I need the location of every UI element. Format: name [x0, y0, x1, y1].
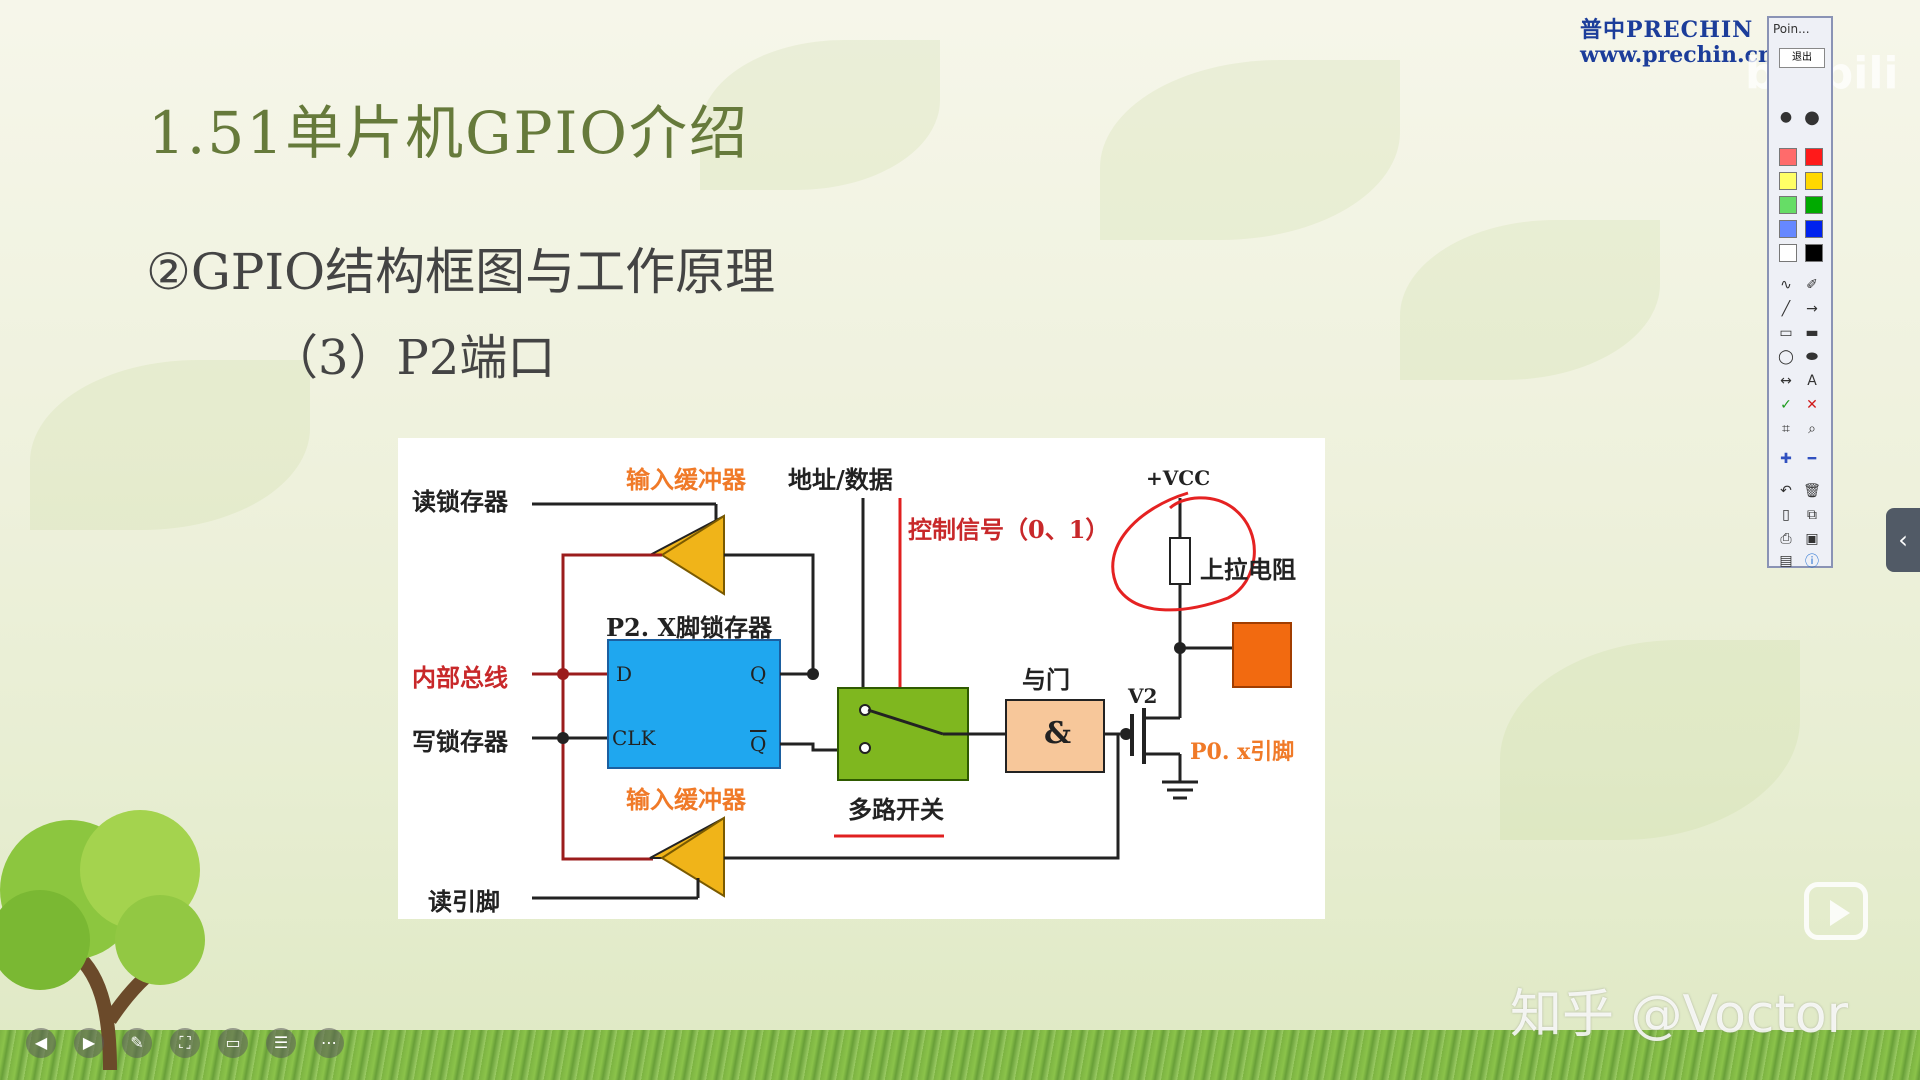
label-and-symbol: & [1044, 716, 1072, 751]
crop-icon[interactable]: ⌗ [1782, 421, 1790, 437]
filled-ellipse-icon[interactable]: ⬬ [1806, 349, 1818, 365]
label-v2: V2 [1128, 684, 1158, 708]
brand-url: www.prechin.cn [1580, 42, 1775, 68]
diagram-wires [532, 491, 1292, 900]
label-pullup: 上拉电阻 [1200, 555, 1296, 584]
label-write-latch: 写锁存器 [412, 727, 508, 756]
double-arrow-icon[interactable]: ↔ [1780, 373, 1792, 389]
label-control-signal: 控制信号（0、1） [908, 515, 1110, 544]
eraser-icon[interactable]: ✐ [1806, 277, 1818, 293]
latch-box [607, 639, 781, 769]
toolbox-exit-button[interactable]: 退出 [1779, 48, 1825, 68]
next-slide-icon[interactable]: ▶ [74, 1028, 104, 1058]
cross-icon[interactable]: ✕ [1806, 397, 1818, 413]
color-swatch[interactable] [1805, 220, 1823, 238]
label-latch-name: P2. X脚锁存器 [606, 613, 773, 642]
prev-slide-icon[interactable]: ◀ [26, 1028, 56, 1058]
brand-logo: 普中PRECHIN www.prechin.cn [1580, 12, 1775, 68]
label-pin-d: D [616, 662, 633, 686]
toolbox-title: Poin... [1773, 22, 1810, 36]
background-leaf [30, 360, 310, 530]
label-addr-data: 地址/数据 [788, 465, 893, 494]
background-leaf [1100, 60, 1400, 240]
slide-list-icon[interactable]: ☰ [266, 1028, 296, 1058]
play-watermark-icon [1804, 882, 1868, 940]
zhihu-watermark: 知乎 @Voctor [1510, 985, 1849, 1045]
color-swatch[interactable] [1779, 172, 1797, 190]
tree-decoration [0, 810, 205, 1070]
filled-rectangle-icon[interactable]: ▬ [1805, 325, 1819, 341]
minus-icon[interactable]: ━ [1807, 451, 1817, 467]
slide-subsection: （3）P2端口 [270, 330, 556, 386]
print-icon[interactable]: ⎙ [1780, 531, 1792, 547]
label-pin-clk: CLK [612, 726, 656, 750]
label-pin-name: P0. x引脚 [1190, 739, 1295, 765]
annotation-toolbox[interactable]: Poin... 退出 ● ● ∿ ✐ ╱ → ▭ ▬ ◯ ⬬ ↔ A ✓ ✕ ⌗… [1767, 16, 1833, 570]
new-page-icon[interactable]: ▯ [1782, 507, 1790, 523]
zoom-icon[interactable]: ⌕ [1808, 421, 1816, 437]
label-vcc: +VCC [1146, 466, 1211, 490]
background-leaf [1400, 220, 1660, 380]
slideshow-controls: ◀ ▶ ✎ ⛶ ▭ ☰ ⋯ [26, 1028, 344, 1058]
screen-icon[interactable]: ▤ [1779, 553, 1793, 569]
background-leaf [1500, 640, 1800, 840]
handwritten-circle [1111, 491, 1256, 612]
slide-title: 1.51单片机GPIO介绍 [148, 99, 749, 167]
rectangle-icon[interactable]: ▭ [1779, 325, 1793, 341]
color-swatch[interactable] [1779, 244, 1797, 262]
pen-icon[interactable]: ✎ [122, 1028, 152, 1058]
brand-name: 普中PRECHIN [1580, 17, 1754, 43]
color-swatch[interactable] [1805, 196, 1823, 214]
color-swatch[interactable] [1805, 148, 1823, 166]
plus-icon[interactable]: ✚ [1780, 451, 1792, 467]
label-and-gate: 与门 [1022, 665, 1070, 694]
label-read-pin: 读引脚 [428, 887, 500, 916]
save-icon[interactable]: ▣ [1805, 531, 1819, 547]
label-pin-qbar: Q [750, 732, 767, 756]
undo-icon[interactable]: ↶ [1780, 483, 1792, 499]
camera-icon[interactable]: ▭ [218, 1028, 248, 1058]
zoom-slide-icon[interactable]: ⛶ [170, 1028, 200, 1058]
more-options-icon[interactable]: ⋯ [314, 1028, 344, 1058]
sidebar-toggle-button[interactable]: ‹ [1886, 508, 1920, 572]
color-swatch[interactable] [1779, 220, 1797, 238]
line-icon[interactable]: ╱ [1781, 301, 1791, 317]
color-swatch[interactable] [1779, 196, 1797, 214]
label-pin-q: Q [750, 662, 767, 686]
dot-large-icon[interactable]: ● [1804, 106, 1820, 128]
freehand-icon[interactable]: ∿ [1780, 277, 1792, 293]
check-icon[interactable]: ✓ [1780, 397, 1792, 413]
label-input-buffer-bottom: 输入缓冲器 [626, 785, 746, 814]
text-icon[interactable]: A [1807, 373, 1817, 389]
label-input-buffer-top: 输入缓冲器 [626, 465, 746, 494]
pin-block [1232, 622, 1292, 688]
label-read-latch: 读锁存器 [412, 487, 508, 516]
gpio-p2-diagram: 读锁存器 输入缓冲器 地址/数据 控制信号（0、1） +VCC 上拉电阻 P2.… [398, 438, 1325, 919]
ellipse-icon[interactable]: ◯ [1778, 349, 1794, 365]
slide-subtitle: ②GPIO结构框图与工作原理 [146, 243, 776, 301]
label-mux: 多路开关 [848, 795, 944, 824]
label-internal-bus: 内部总线 [412, 663, 508, 692]
and-gate-box [1005, 699, 1105, 773]
copy-icon[interactable]: ⧉ [1807, 507, 1817, 523]
arrow-icon[interactable]: → [1806, 301, 1818, 317]
color-swatch[interactable] [1805, 172, 1823, 190]
color-swatch[interactable] [1805, 244, 1823, 262]
dot-small-icon[interactable]: ● [1779, 109, 1793, 125]
color-swatch[interactable] [1779, 148, 1797, 166]
info-icon[interactable]: ⓘ [1805, 554, 1819, 570]
trash-icon[interactable]: 🗑 [1803, 483, 1821, 499]
